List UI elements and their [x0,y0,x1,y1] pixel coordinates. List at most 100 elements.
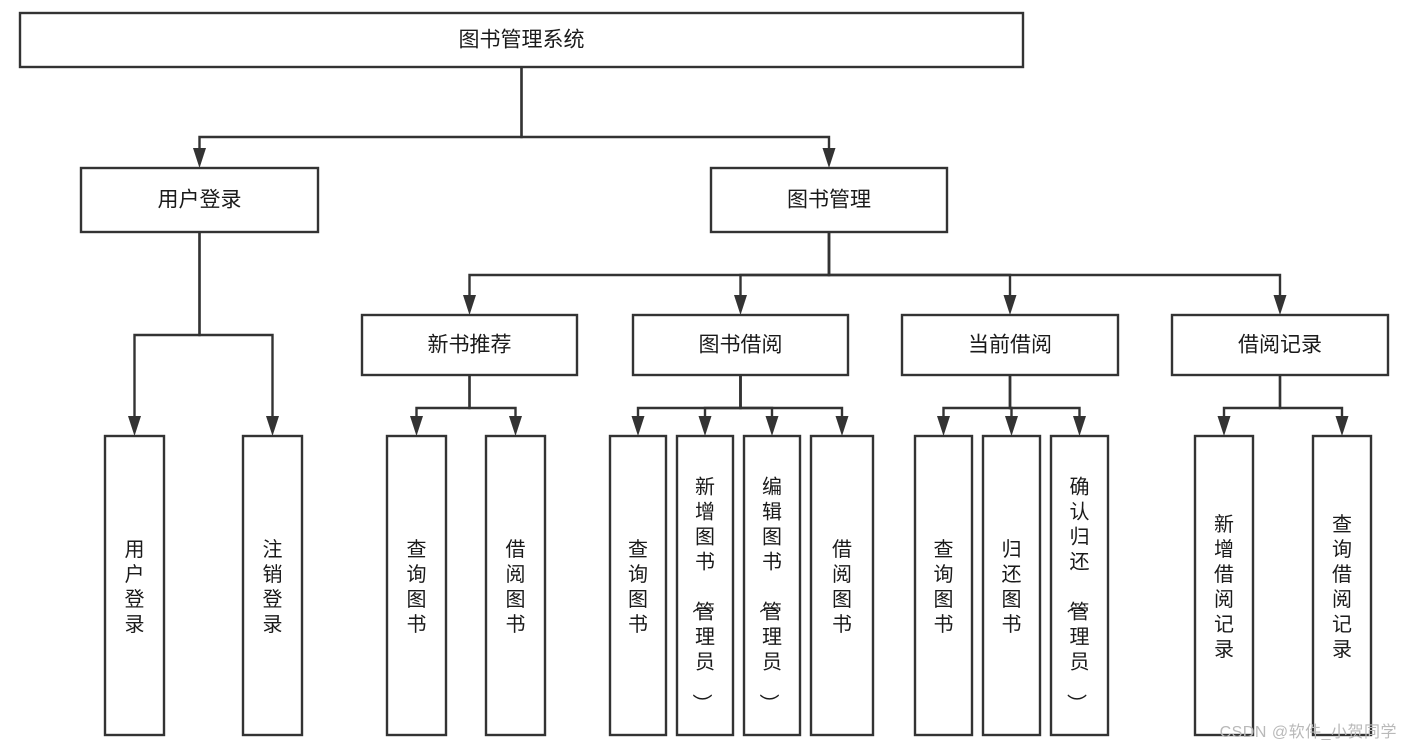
node-label-book-manage: 图书管理 [787,189,871,212]
connector-root-to-user-login [193,67,523,168]
node-leaf-current-return-book[interactable]: 归还图书 [981,434,1042,737]
arrow-head-icon [266,416,279,436]
node-box-leaf-record-query[interactable] [1311,434,1373,737]
node-box-new-book-rec[interactable] [360,313,579,377]
connector-current-borrow-to-leaf-current-query-book [937,375,1012,436]
node-label-leaf-user-login: 用户登录 [125,539,145,636]
node-label-book-borrow: 图书借阅 [699,334,783,357]
node-box-book-borrow[interactable] [631,313,850,377]
node-label-user-login: 用户登录 [158,189,242,212]
arrow-head-icon [193,148,206,168]
node-leaf-record-query[interactable]: 查询借阅记录 [1311,434,1373,737]
node-box-user-login[interactable] [79,166,320,234]
connector-book-manage-to-borrow-record [827,232,1287,315]
node-label-current-borrow: 当前借阅 [968,334,1052,357]
arrow-head-icon [765,416,779,436]
connector-book-borrow-to-leaf-borrow-borrow-book [739,375,849,436]
arrow-head-icon [698,416,712,436]
connector-book-manage-to-book-borrow [734,232,831,315]
node-box-root[interactable] [18,11,1025,69]
node-label-leaf-borrow-borrow-book: 借阅图书 [832,538,852,636]
node-label-leaf-current-return-book: 归还图书 [1002,538,1022,636]
connector-borrow-record-to-leaf-record-add [1217,375,1282,436]
node-box-current-borrow[interactable] [900,313,1120,377]
node-leaf-rec-borrow-book[interactable]: 借阅图书 [484,434,547,737]
node-label-leaf-current-query-book: 查询图书 [934,538,954,636]
node-box-leaf-borrow-borrow-book[interactable] [809,434,875,737]
arrow-head-icon [835,416,849,436]
node-box-leaf-record-add[interactable] [1193,434,1255,737]
node-label-leaf-rec-query-book: 查询图书 [407,538,427,636]
arrow-head-icon [734,295,747,315]
node-box-leaf-borrow-query-book[interactable] [608,434,668,737]
node-user-login[interactable]: 用户登录 [79,166,320,234]
arrow-head-icon [1073,416,1086,436]
connector-book-borrow-to-leaf-borrow-edit-book [739,375,779,436]
node-label-leaf-current-confirm-return: 确认归还（管理员） [1065,476,1090,714]
node-borrow-record[interactable]: 借阅记录 [1170,313,1390,377]
node-box-leaf-current-return-book[interactable] [981,434,1042,737]
node-label-leaf-borrow-edit-book: 编辑图书（管理员） [757,476,782,714]
arrow-head-icon [1005,416,1018,436]
connector-new-book-rec-to-leaf-rec-borrow-book [468,375,522,436]
arrow-head-icon [1335,416,1349,436]
connector-book-manage-to-new-book-rec [463,232,831,315]
node-box-borrow-record[interactable] [1170,313,1390,377]
node-box-leaf-user-login[interactable] [103,434,166,737]
node-label-leaf-borrow-add-book: 新增图书（管理员） [690,476,715,714]
connector-borrow-record-to-leaf-record-query [1278,375,1349,436]
node-leaf-borrow-query-book[interactable]: 查询图书 [608,434,668,737]
node-box-leaf-rec-query-book[interactable] [385,434,448,737]
node-box-leaf-user-logout[interactable] [241,434,304,737]
node-leaf-user-login[interactable]: 用户登录 [103,434,166,737]
node-box-book-manage[interactable] [709,166,949,234]
node-box-leaf-rec-borrow-book[interactable] [484,434,547,737]
arrow-head-icon [937,416,950,436]
node-book-borrow[interactable]: 图书借阅 [631,313,850,377]
node-box-leaf-borrow-add-book[interactable] [675,434,735,737]
node-label-leaf-record-query: 查询借阅记录 [1332,513,1352,661]
node-label-leaf-user-logout: 注销登录 [263,538,283,636]
connector-root-to-book-manage [520,67,836,168]
node-box-leaf-current-query-book[interactable] [913,434,974,737]
node-label-leaf-borrow-query-book: 查询图书 [628,538,648,636]
node-leaf-borrow-borrow-book[interactable]: 借阅图书 [809,434,875,737]
node-current-borrow[interactable]: 当前借阅 [900,313,1120,377]
csdn-watermark: CSDN @软件_小贺同学 [1219,724,1397,741]
node-new-book-rec[interactable]: 新书推荐 [360,313,579,377]
node-box-leaf-current-confirm-return[interactable] [1049,434,1110,737]
arrow-head-icon [631,416,645,436]
connector-current-borrow-to-leaf-current-confirm-return [1008,375,1086,436]
arrow-head-icon [1003,295,1017,315]
connector-layer [128,67,1349,436]
connector-current-borrow-to-leaf-current-return-book [1005,375,1018,436]
arrow-head-icon [1273,295,1287,315]
node-book-manage[interactable]: 图书管理 [709,166,949,234]
arrow-head-icon [128,416,141,436]
node-label-new-book-rec: 新书推荐 [428,334,512,357]
connector-user-login-to-leaf-user-login [128,232,201,436]
arrow-head-icon [822,148,836,168]
arrow-head-icon [509,416,522,436]
connector-new-book-rec-to-leaf-rec-query-book [410,375,471,436]
connector-book-borrow-to-leaf-borrow-add-book [698,375,742,436]
node-box-leaf-borrow-edit-book[interactable] [742,434,802,737]
node-leaf-borrow-edit-book[interactable]: 编辑图书（管理员） [742,434,802,737]
node-leaf-rec-query-book[interactable]: 查询图书 [385,434,448,737]
node-label-root: 图书管理系统 [459,29,585,52]
node-label-leaf-rec-borrow-book: 借阅图书 [506,538,526,636]
node-root[interactable]: 图书管理系统 [18,11,1025,69]
node-leaf-current-confirm-return[interactable]: 确认归还（管理员） [1049,434,1110,737]
node-leaf-borrow-add-book[interactable]: 新增图书（管理员） [675,434,735,737]
connector-book-manage-to-current-borrow [827,232,1017,315]
connector-book-borrow-to-leaf-borrow-query-book [631,375,742,436]
node-leaf-current-query-book[interactable]: 查询图书 [913,434,974,737]
node-label-leaf-record-add: 新增借阅记录 [1214,513,1234,661]
node-leaf-record-add[interactable]: 新增借阅记录 [1193,434,1255,737]
arrow-head-icon [410,416,423,436]
node-leaf-user-logout[interactable]: 注销登录 [241,434,304,737]
arrow-head-icon [1217,416,1231,436]
node-layer: 图书管理系统用户登录图书管理新书推荐图书借阅当前借阅借阅记录用户登录注销登录查询… [18,11,1390,737]
